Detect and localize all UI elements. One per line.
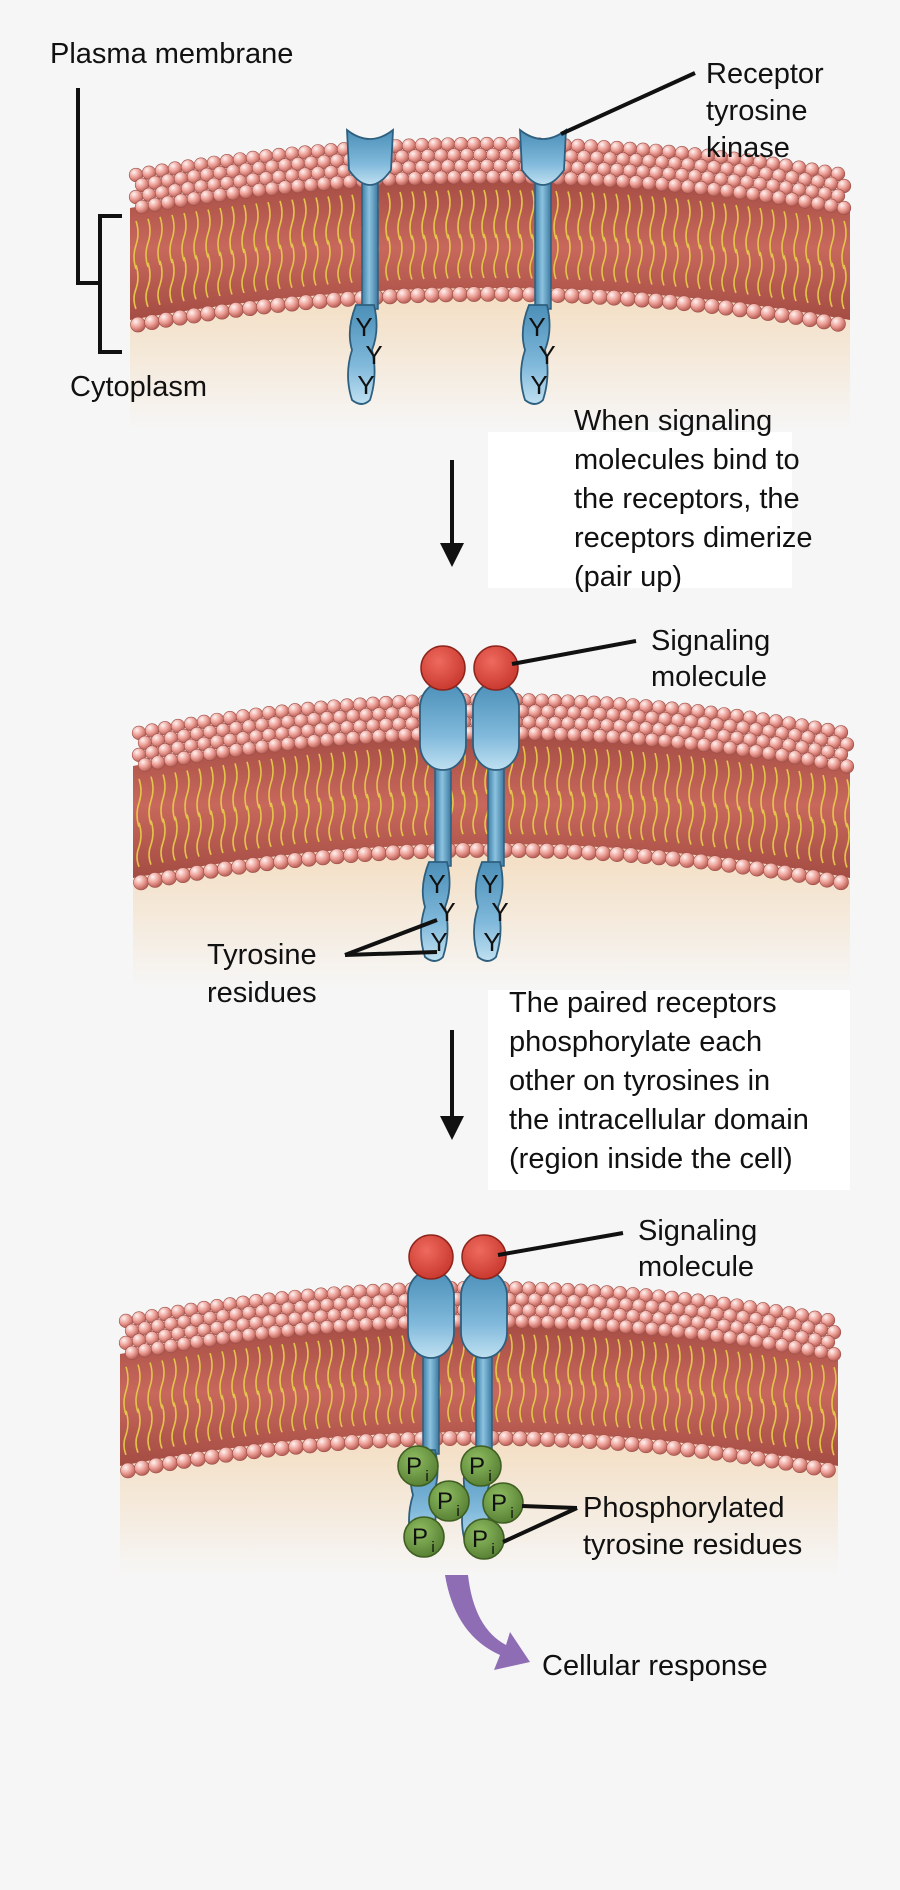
receptor-tyrosine-kinase-label-line3: kinase — [706, 132, 790, 164]
phosphate-symbol: P — [437, 1488, 453, 1515]
phosphate-subscript: i — [491, 1541, 494, 1558]
plasma-membrane-bracket-line — [76, 88, 100, 285]
tyrosine-residue: Y — [357, 370, 374, 400]
step1-caption-box — [488, 432, 792, 588]
receptor-2-left: YYY — [419, 681, 467, 962]
phosphorylated-leader-line-upper — [521, 1504, 578, 1510]
receptor-intracellular-domain — [520, 304, 551, 405]
receptor-1-right: YYY — [519, 128, 567, 405]
tyrosine-residue: Y — [365, 340, 382, 370]
phosphate-subscript: i — [456, 1503, 459, 1520]
signaling-molecule-2-left — [420, 645, 466, 691]
receptor-stem — [475, 1353, 493, 1455]
receptor-extracellular-domain — [472, 681, 520, 771]
signaling-molecule-label-2-line1: Signaling — [651, 625, 770, 657]
phosphate-subscript: i — [431, 1539, 434, 1556]
phosphate-subscript: i — [425, 1468, 428, 1485]
cellular-response-arrow — [445, 1575, 530, 1670]
phosphate-subscript: i — [510, 1505, 513, 1522]
membrane-panel-1 — [128, 136, 852, 430]
receptor-stem — [487, 765, 505, 867]
receptor-stem — [422, 1353, 440, 1455]
lipid-tails — [133, 189, 847, 310]
phosphate-symbol: P — [491, 1490, 507, 1517]
phosphorylated-tyrosine-residues-label-line2: tyrosine residues — [583, 1529, 802, 1561]
phosphate-symbol: P — [469, 1453, 485, 1480]
signaling-molecule-3-left — [408, 1234, 454, 1280]
step1-caption-line4: receptors dimerize — [574, 522, 813, 554]
annotation-layer — [76, 71, 696, 1670]
signaling-molecule-3-leader-line — [497, 1231, 624, 1257]
step2-caption-line1: The paired receptors — [509, 987, 777, 1019]
step1-caption-line5: (pair up) — [574, 561, 682, 593]
step2-caption-line2: phosphorylate each — [509, 1026, 762, 1058]
tyrosine-residue: Y — [483, 927, 500, 957]
receptor-tyrosine-kinase-label-line2: tyrosine — [706, 95, 808, 127]
step1-caption-line3: the receptors, the — [574, 483, 800, 515]
step2-caption-line4: the intracellular domain — [509, 1104, 809, 1136]
receptor-2-right: YYY — [472, 681, 520, 962]
signaling-molecule-label-3-line1: Signaling — [638, 1215, 757, 1247]
tyrosine-residue: Y — [428, 869, 445, 899]
receptor-stem — [361, 181, 379, 310]
plasma-membrane-label: Plasma membrane — [50, 38, 293, 70]
receptor-extracellular-domain — [407, 1269, 455, 1359]
phosphate-subscript: i — [488, 1468, 491, 1485]
step2-caption-box — [488, 990, 850, 1190]
receptor-leader-line — [560, 71, 696, 136]
tyrosine-residue: Y — [438, 897, 455, 927]
receptor-intracellular-domain — [473, 861, 504, 962]
cytoplasm-bracket-line — [98, 214, 122, 354]
tyrosine-residue: Y — [491, 897, 508, 927]
receptor-extracellular-domain — [519, 128, 567, 186]
signaling-molecule-label-3-line2: molecule — [638, 1251, 754, 1283]
tyrosine-leader-line-upper — [344, 918, 438, 957]
phosphorylated-leader-line-lower — [502, 1506, 578, 1544]
tyrosine-residues-label-line2: residues — [207, 977, 317, 1009]
step1-caption-line1: When signaling — [574, 405, 772, 437]
cytoplasm-label: Cytoplasm — [70, 371, 207, 403]
step1-caption-line2: molecules bind to — [574, 444, 800, 476]
tyrosine-residue: Y — [538, 340, 555, 370]
lipid-heads — [118, 1280, 842, 1479]
receptor-intracellular-domain — [420, 861, 451, 962]
cellular-response-label: Cellular response — [542, 1650, 768, 1682]
receptor-extracellular-domain — [419, 681, 467, 771]
step2-caption-line5: (region inside the cell) — [509, 1143, 793, 1175]
phosphate-symbol: P — [406, 1453, 422, 1480]
tyrosine-residue: Y — [430, 927, 447, 957]
step2-caption-line3: other on tyrosines in — [509, 1065, 770, 1097]
membrane-core — [130, 176, 850, 320]
phosphate-symbol: P — [472, 1526, 488, 1553]
signaling-molecule-label-2-line2: molecule — [651, 661, 767, 693]
signaling-molecule-2-leader-line — [511, 639, 637, 666]
receptor-intracellular-domain — [347, 304, 378, 405]
phosphate-symbol: P — [412, 1524, 428, 1551]
cytoplasm-region — [130, 278, 850, 430]
tyrosine-leader-line-lower — [344, 950, 438, 957]
receptor-extracellular-domain — [460, 1269, 508, 1359]
receptor-stem — [534, 181, 552, 310]
signaling-molecule-3-right — [461, 1234, 507, 1280]
receptor-1-left: YYY — [346, 128, 394, 405]
tyrosine-residue: Y — [355, 312, 372, 342]
signaling-molecule-2-right — [473, 645, 519, 691]
phosphorylated-tyrosine-residues-label-line1: Phosphorylated — [583, 1492, 785, 1524]
tyrosine-residue: Y — [481, 869, 498, 899]
receptor-extracellular-domain — [346, 128, 394, 186]
receptor-stem — [434, 765, 452, 867]
tyrosine-residue: Y — [528, 312, 545, 342]
tyrosine-residue: Y — [530, 370, 547, 400]
tyrosine-residues-label-line1: Tyrosine — [207, 939, 317, 971]
receptor-tyrosine-kinase-label-line1: Receptor — [706, 58, 824, 90]
